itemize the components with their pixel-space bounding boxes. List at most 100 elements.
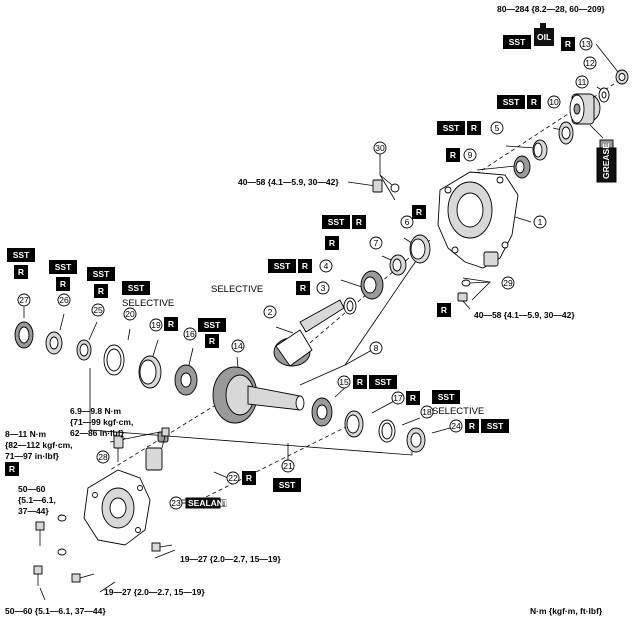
callout-3: 3 (316, 281, 330, 295)
callout-29: 29 (501, 276, 515, 290)
part-16-bearing (174, 364, 198, 396)
badge-r: R (56, 277, 70, 291)
selective-labels: SELECTIVE SELECTIVE SELECTIVE (122, 284, 484, 417)
svg-text:18: 18 (422, 407, 432, 417)
svg-text:17: 17 (393, 393, 403, 403)
svg-text:R: R (98, 286, 104, 296)
callout-26: 26 (57, 293, 71, 307)
torque-19-27-upper: 19—27 {2.0—2.7, 15—19} (180, 554, 281, 564)
callout-7: 7 (369, 236, 383, 250)
svg-text:1: 1 (538, 217, 543, 227)
svg-text:R: R (60, 279, 66, 289)
badge-r: R (296, 281, 310, 295)
selective-label-20: SELECTIVE (122, 298, 174, 309)
callout-16: 16 (183, 327, 197, 341)
svg-text:SST: SST (503, 97, 520, 107)
part-15-bearing (311, 397, 333, 427)
badge-r: R (164, 317, 178, 331)
badge-r: R (94, 284, 108, 298)
svg-text:SST: SST (274, 261, 291, 271)
svg-text:29: 29 (503, 278, 513, 288)
callout-9: 9 (463, 148, 477, 162)
units-legend: N·m {kgf·m, ft·lbf} (530, 606, 603, 616)
svg-text:R: R (441, 305, 447, 315)
svg-text:R: R (209, 336, 215, 346)
badge-sst: SST (87, 267, 115, 281)
part-30-plug (372, 179, 400, 193)
part-6-bearing-race (409, 234, 431, 264)
badge-r: R (465, 419, 479, 433)
grease-label: GREASE (601, 143, 611, 179)
sealant-tube-icon: SEALANT (185, 497, 229, 509)
torque-6-9-line2: {71—99 kgf·cm, (70, 417, 133, 427)
part-26-oil-seal (45, 331, 63, 355)
svg-text:27: 27 (19, 295, 29, 305)
torque-50-60-line3: 37—44} (18, 506, 49, 516)
torque-6-9-line1: 6.9—9.8 N·m (70, 406, 121, 416)
svg-text:SST: SST (279, 480, 296, 490)
svg-text:3: 3 (321, 283, 326, 293)
torque-50-60-line2: {5.1—6.1, (18, 495, 56, 505)
badge-r: R (205, 334, 219, 348)
svg-text:25: 25 (93, 305, 103, 315)
torque-8-11-line3: 71—97 in·lbf} (5, 451, 60, 461)
svg-text:14: 14 (233, 341, 243, 351)
svg-text:SST: SST (509, 37, 526, 47)
svg-text:SST: SST (128, 283, 145, 293)
callout-2: 2 (263, 305, 277, 319)
svg-text:20: 20 (125, 309, 135, 319)
part-13-locknut (615, 69, 629, 85)
svg-text:2: 2 (268, 307, 273, 317)
part-20-shim (103, 344, 125, 376)
parts: GREASE (14, 23, 629, 586)
svg-text:SST: SST (93, 269, 110, 279)
part-19-bearing-race (138, 355, 162, 389)
part-22-bracket (145, 431, 169, 471)
sealant-label: SEALANT (188, 498, 229, 508)
badge-r: R (527, 95, 541, 109)
callout-15: 15 (337, 375, 351, 389)
callout-11: 11 (575, 75, 589, 89)
svg-text:R: R (531, 97, 537, 107)
oil-label: OIL (537, 32, 551, 42)
svg-text:21: 21 (283, 461, 293, 471)
callout-5: 5 (490, 121, 504, 135)
part-12-washer (598, 87, 610, 103)
svg-text:5: 5 (495, 123, 500, 133)
svg-text:15: 15 (339, 377, 349, 387)
badge-r: R (14, 265, 28, 279)
badge-r: R (352, 215, 366, 229)
svg-text:7: 7 (374, 238, 379, 248)
svg-text:24: 24 (451, 421, 461, 431)
callout-13: 13 (579, 37, 593, 51)
badge-sst: SST (503, 35, 531, 49)
svg-text:SST: SST (13, 250, 30, 260)
callout-19: 19 (149, 318, 163, 332)
svg-text:R: R (471, 123, 477, 133)
svg-text:R: R (450, 150, 456, 160)
callout-4: 4 (319, 259, 333, 273)
svg-text:23: 23 (171, 498, 181, 508)
badge-r: R (242, 471, 256, 485)
badge-r: R (467, 121, 481, 135)
svg-text:R: R (246, 473, 252, 483)
badge-sst: SST (369, 375, 397, 389)
svg-text:R: R (300, 283, 306, 293)
part-9-bearing (513, 155, 531, 179)
callout-17: 17 (391, 391, 405, 405)
torque-8-11-line2: {82—112 kgf·cm, (5, 440, 73, 450)
svg-text:30: 30 (375, 143, 385, 153)
svg-text:10: 10 (549, 97, 559, 107)
part-17-bearing-race (344, 410, 364, 438)
badge-sst: SST (432, 390, 460, 404)
svg-text:SST: SST (204, 320, 221, 330)
svg-text:R: R (302, 261, 308, 271)
callout-21: 21 (281, 459, 295, 473)
svg-text:11: 11 (578, 77, 587, 87)
svg-text:R: R (9, 464, 15, 474)
badge-sst: SST (273, 478, 301, 492)
part-1-differential-carrier (437, 171, 519, 269)
part-5-bearing-race (532, 139, 548, 161)
torque-19-27-lower: 19—27 {2.0—2.7, 15—19} (104, 587, 205, 597)
